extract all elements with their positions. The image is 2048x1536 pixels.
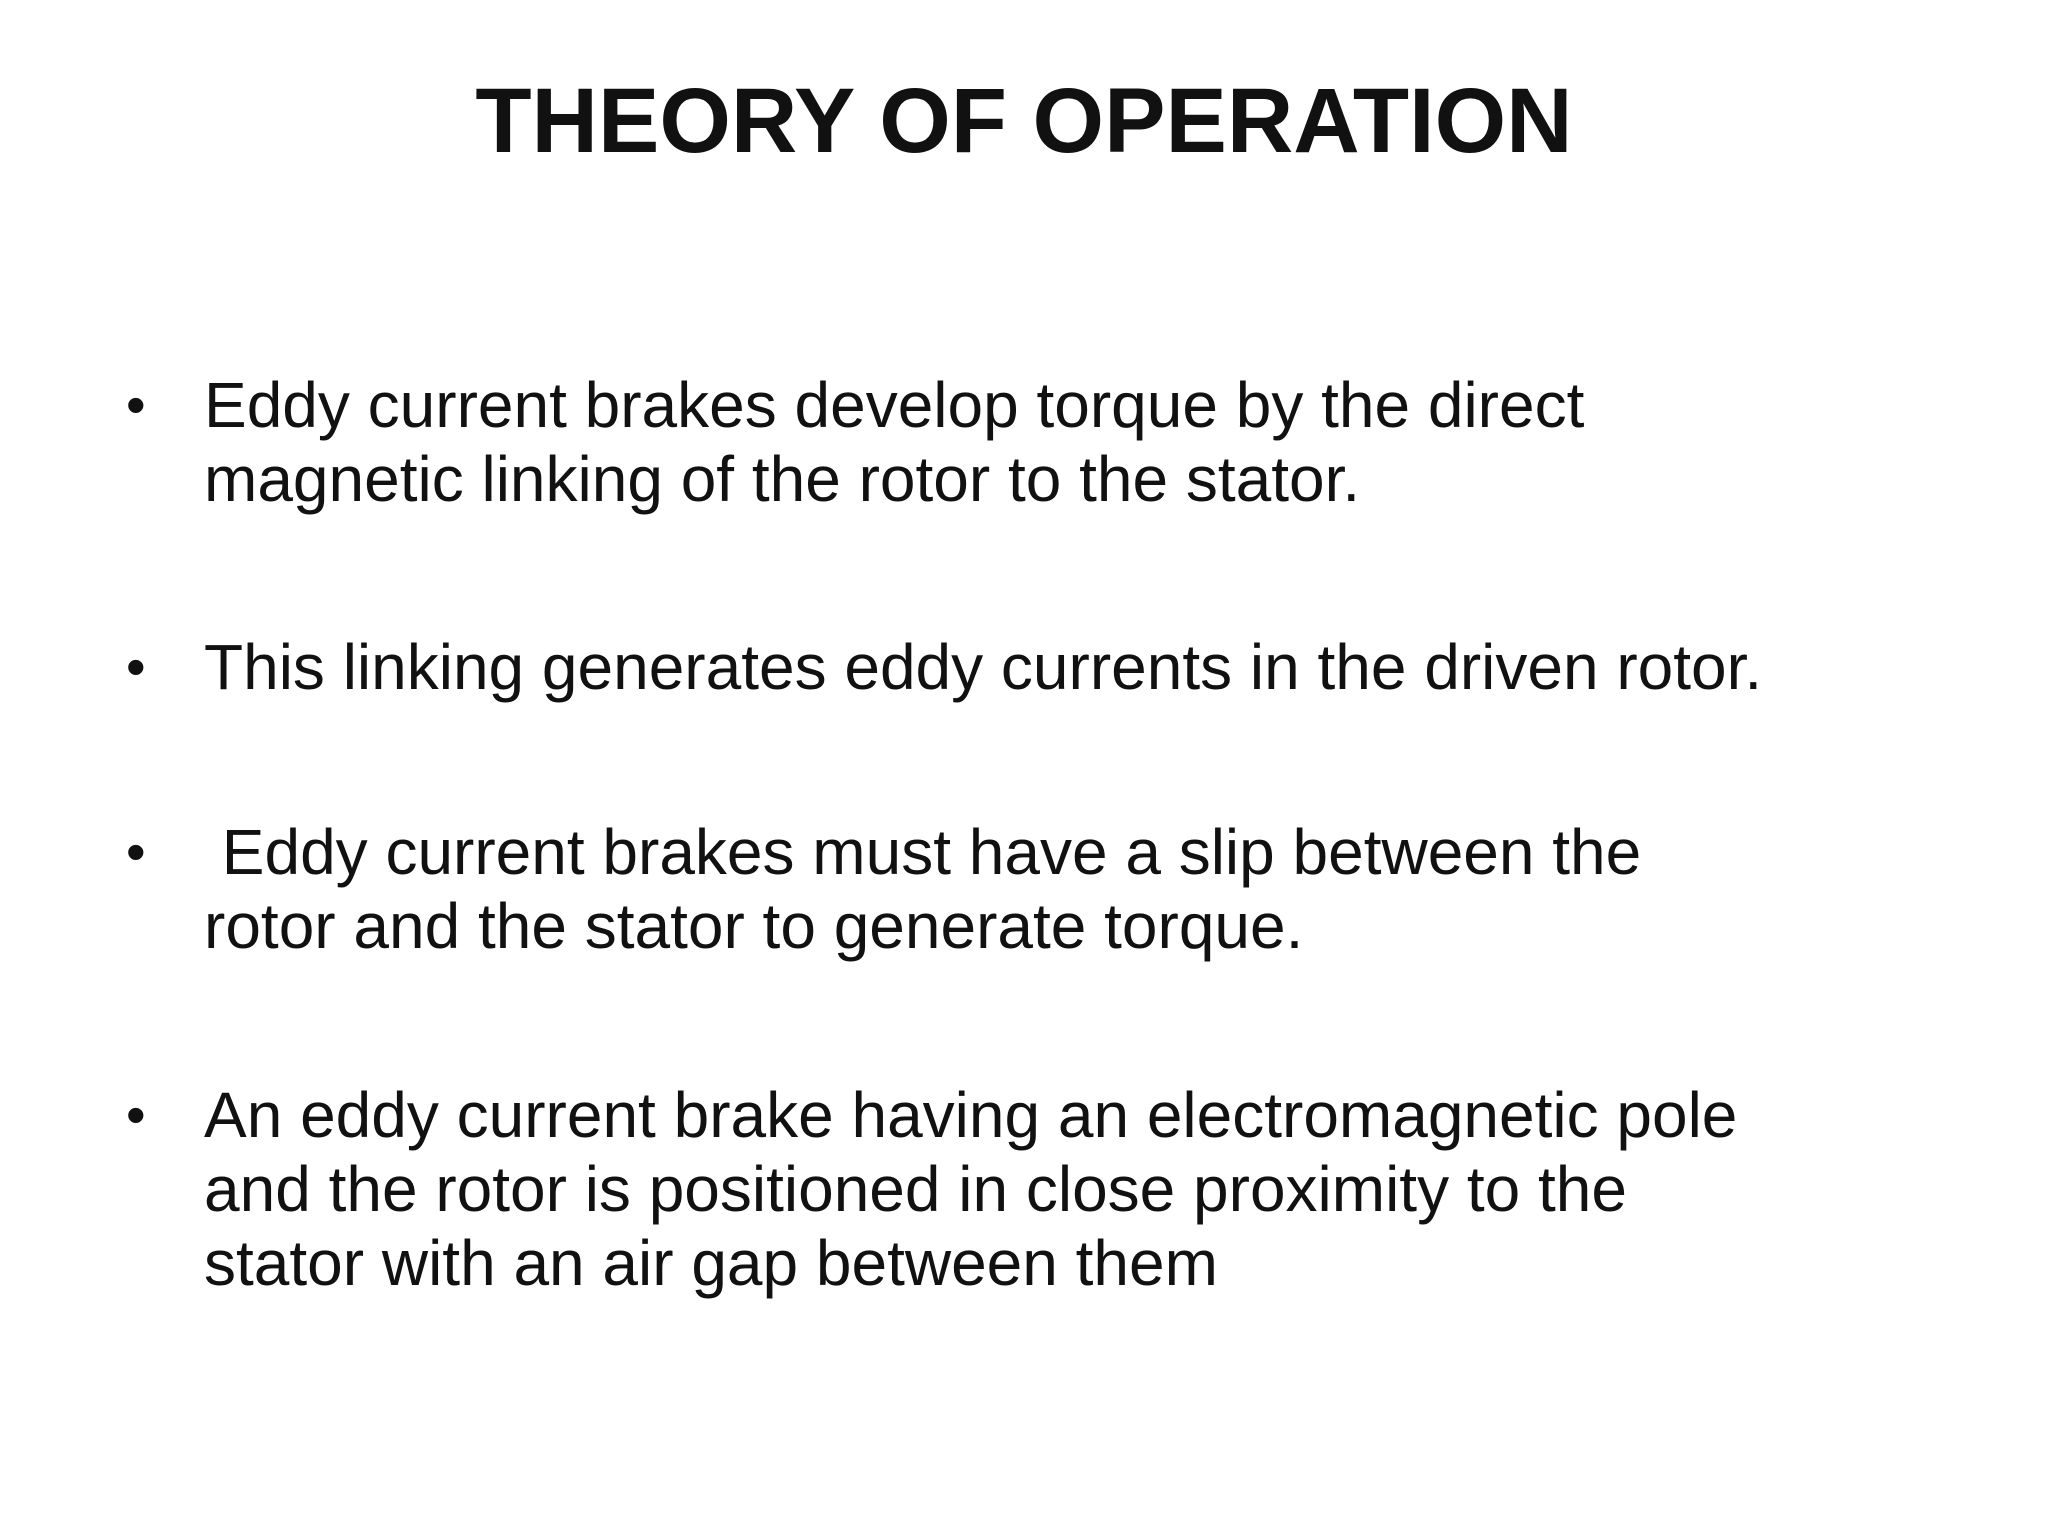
bullet-item: • Eddy current brakes must have a slip b… — [122, 815, 1962, 963]
bullet-marker: • — [126, 820, 146, 883]
bullet-item: • This linking generates eddy currents i… — [122, 630, 1962, 704]
bullet-text: This linking generates eddy currents in … — [204, 631, 1763, 703]
bullet-item: • An eddy current brake having an electr… — [122, 1078, 1962, 1300]
bullet-item: • Eddy current brakes develop torque by … — [122, 368, 1962, 516]
slide-title: THEORY OF OPERATION — [475, 70, 1573, 172]
bullet-text: An eddy current brake having an electrom… — [204, 1079, 1738, 1299]
bullet-marker: • — [126, 373, 146, 436]
bullet-marker: • — [126, 1083, 146, 1146]
bullet-text: Eddy current brakes develop torque by th… — [204, 369, 1585, 515]
bullet-marker: • — [126, 635, 146, 698]
bullet-text: Eddy current brakes must have a slip bet… — [204, 816, 1642, 962]
